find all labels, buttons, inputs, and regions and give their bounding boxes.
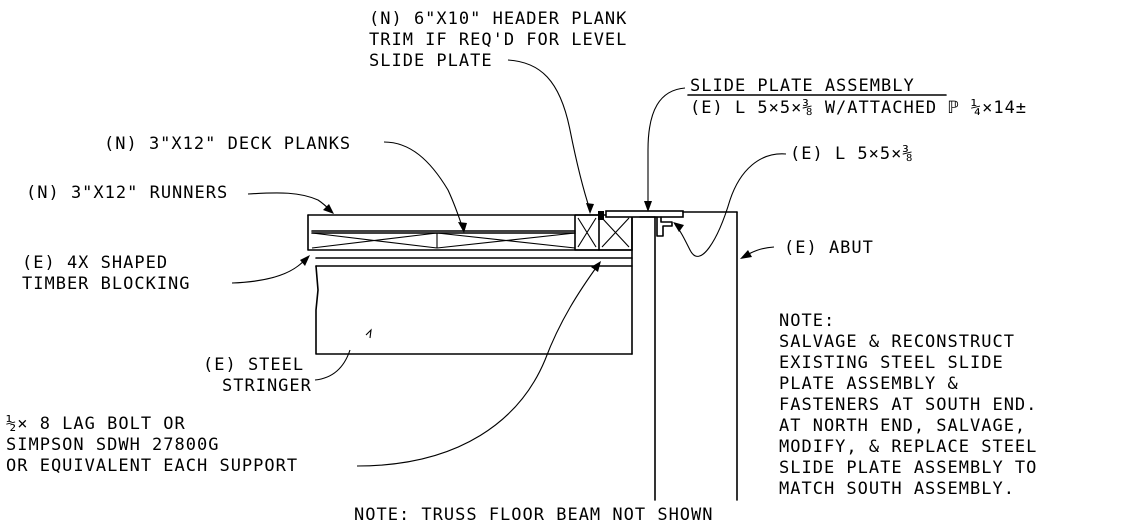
- note-main-line-6: AT NORTH END, SALVAGE,: [779, 416, 1026, 436]
- deck-plank-hatch: [311, 232, 576, 249]
- note-bottom: NOTE: TRUSS FLOOR BEAM NOT SHOWN: [354, 505, 714, 525]
- note-main-line-1: NOTE:: [779, 311, 835, 331]
- note-main-line-8: SLIDE PLATE ASSEMBLY TO: [779, 458, 1037, 478]
- label-deck-planks: (N) 3"X12" DECK PLANKS: [104, 134, 351, 154]
- header-plank: [574, 211, 633, 251]
- slide-plate-assembly-spec: (E) L 5×5×⅜ W/ATTACHED ℙ ¼×14±: [690, 98, 1027, 118]
- label-blocking: (E) 4X SHAPED TIMBER BLOCKING: [22, 253, 191, 294]
- note-main-line-5: FASTENERS AT SOUTH END.: [779, 395, 1037, 415]
- lag-bolt-line-3: OR EQUIVALENT EACH SUPPORT: [6, 456, 298, 476]
- stringer-line-1: (E) STEEL: [203, 355, 304, 375]
- note-main-line-9: MATCH SOUTH ASSEMBLY.: [779, 479, 1015, 499]
- deck-structure: [307, 211, 633, 355]
- header-plank-line-1: (N) 6"X10" HEADER PLANK: [369, 9, 627, 29]
- slide-plate-assembly: [605, 210, 684, 237]
- blocking-line-1: (E) 4X SHAPED: [22, 253, 168, 273]
- label-abut: (E) ABUT: [784, 238, 874, 258]
- header-plank-line-3: SLIDE PLATE: [369, 51, 493, 71]
- label-note-main: NOTE: SALVAGE & RECONSTRUCT EXISTING STE…: [779, 311, 1037, 499]
- header-plank-line-2: TRIM IF REQ'D FOR LEVEL: [369, 30, 627, 50]
- abutment: [639, 211, 738, 501]
- note-main-line-2: SALVAGE & RECONSTRUCT: [779, 332, 1015, 352]
- label-lag-bolt: ½× 8 LAG BOLT OR SIMPSON SDWH 27800G OR …: [6, 414, 298, 476]
- leaders: [231, 59, 787, 467]
- label-runners: (N) 3"X12" RUNNERS: [26, 183, 228, 203]
- label-header-plank: (N) 6"X10" HEADER PLANK TRIM IF REQ'D FO…: [369, 9, 627, 71]
- note-main-line-3: EXISTING STEEL SLIDE: [779, 353, 1004, 373]
- label-angle: (E) L 5×5×⅜: [790, 144, 914, 164]
- stringer-line-2: STRINGER: [222, 376, 312, 396]
- note-main-line-4: PLATE ASSEMBLY &: [779, 374, 959, 394]
- slide-plate-assembly-title: SLIDE PLATE ASSEMBLY: [690, 76, 915, 96]
- lag-bolt-line-1: ½× 8 LAG BOLT OR: [6, 414, 186, 434]
- lag-bolt-line-2: SIMPSON SDWH 27800G: [6, 435, 219, 455]
- blocking-line-2: TIMBER BLOCKING: [22, 274, 191, 294]
- label-slide-plate-assembly: SLIDE PLATE ASSEMBLY (E) L 5×5×⅜ W/ATTAC…: [687, 76, 1027, 118]
- note-main-line-7: MODIFY, & REPLACE STEEL: [779, 437, 1037, 457]
- label-stringer: (E) STEEL STRINGER: [203, 355, 312, 396]
